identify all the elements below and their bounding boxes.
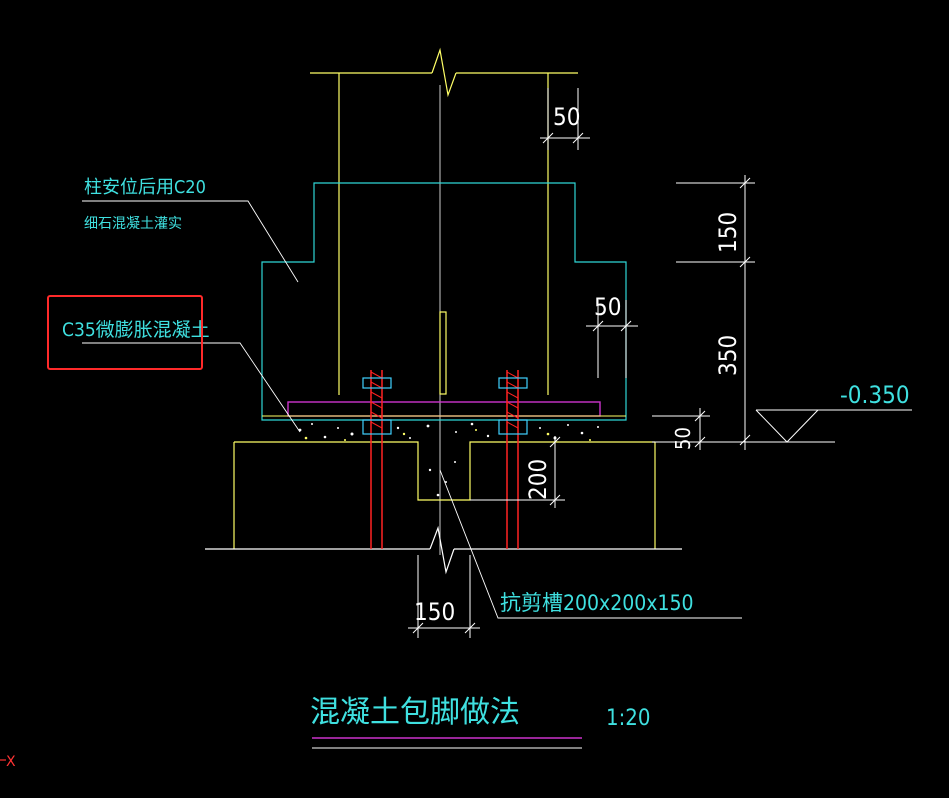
ucs-axis-x-label: X — [6, 754, 16, 770]
base-plate — [287, 401, 601, 417]
dim-side-50: 50 — [594, 293, 621, 321]
ground-line — [205, 525, 682, 575]
nut-top-left — [362, 377, 392, 389]
elevation-symbol — [740, 409, 912, 443]
foundation — [233, 441, 656, 549]
nut-top-right — [498, 377, 528, 389]
dim-slot-width-150: 150 — [414, 598, 455, 626]
anchor-bolt-right — [498, 370, 528, 549]
grout-speckles — [298, 422, 599, 497]
dim-slot-depth-200: 200 — [524, 459, 552, 500]
c35-highlight-box — [47, 295, 203, 370]
dim-height-150: 150 — [714, 212, 742, 253]
elevation-label: -0.350 — [840, 381, 910, 409]
drawing-title: 混凝土包脚做法 — [310, 695, 520, 730]
fill-note-line1: 柱安位后用C20 — [84, 177, 206, 198]
grout-speckles-yellow — [304, 429, 591, 441]
stiffener-plate — [439, 311, 447, 395]
steel-column — [310, 47, 578, 395]
c35-note: C35微膨胀混凝土 — [62, 319, 210, 341]
drawing-scale: 1:20 — [606, 706, 650, 731]
dim-grout-50: 50 — [671, 427, 695, 450]
dim-height-350: 350 — [714, 335, 742, 376]
dimension-lines — [408, 88, 760, 638]
dim-top-50: 50 — [553, 103, 580, 131]
shear-slot-label: 抗剪槽200x200x150 — [500, 591, 694, 615]
fill-note-line2: 细石混凝土灌实 — [84, 216, 182, 232]
anchor-bolt-left — [362, 370, 392, 549]
concrete-encasement — [261, 182, 627, 421]
nut-bottom-left — [362, 419, 392, 435]
leader-lines — [82, 200, 742, 619]
nut-bottom-right — [498, 419, 528, 435]
